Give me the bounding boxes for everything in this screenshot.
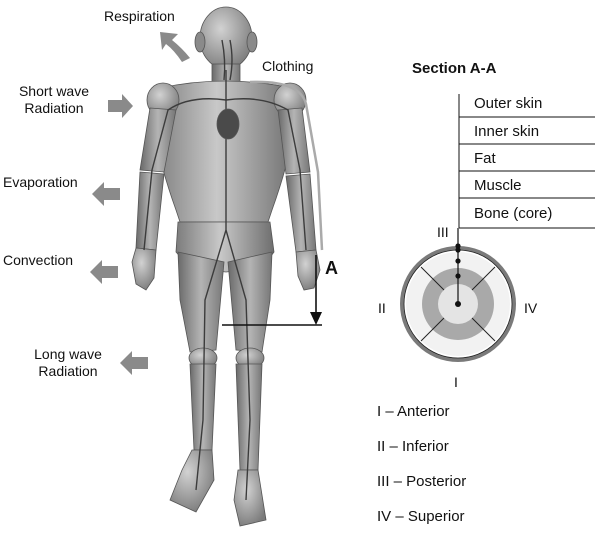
layer-inner-skin: Inner skin (474, 123, 540, 140)
legend-superior: IV – Superior (377, 508, 465, 525)
convection-label: Convection (3, 252, 74, 268)
heart (216, 108, 240, 140)
clothing-label: Clothing (262, 58, 314, 74)
section-marker-label: A (325, 258, 338, 278)
legend-inferior: II – Inferior (377, 438, 449, 455)
section-diagram (400, 94, 595, 362)
left-hand (131, 247, 157, 291)
sector-label-i: I (454, 374, 458, 390)
evaporation-arrow (92, 182, 120, 206)
layer-outer-skin: Outer skin (474, 95, 543, 112)
convection-arrow (90, 260, 118, 284)
short-wave-label: Short wave Radiation (18, 83, 90, 116)
sector-dividers (420, 266, 496, 342)
vascular-system (143, 39, 307, 501)
section-arrow-head (310, 312, 322, 325)
right-thigh (227, 251, 273, 353)
short-wave-arrow (108, 94, 133, 118)
head (199, 6, 253, 70)
human-body-model (131, 6, 324, 527)
left-thigh (177, 251, 225, 353)
sector-label-iv: IV (524, 300, 538, 316)
left-upper-arm (139, 107, 177, 173)
right-hand (295, 249, 321, 291)
left-foot (169, 449, 215, 513)
sector-label-ii: II (378, 300, 386, 316)
legend-posterior: III – Posterior (377, 473, 467, 490)
heat-arrows (90, 32, 190, 375)
long-wave-label: Long wave Radiation (34, 346, 102, 379)
section-title: Section A-A (412, 60, 497, 77)
layer-fat: Fat (474, 150, 496, 167)
nodes (455, 243, 461, 307)
right-foot (233, 469, 267, 527)
legend-anterior: I – Anterior (377, 403, 450, 420)
layer-muscle: Muscle (474, 177, 522, 194)
left-ear (194, 31, 206, 53)
evaporation-label: Evaporation (3, 174, 78, 190)
layer-bone-core: Bone (core) (474, 205, 553, 222)
respiration-label: Respiration (104, 8, 175, 24)
sector-label-iii: III (437, 224, 449, 240)
clothing-outline (249, 80, 324, 251)
respiration-arrow (160, 32, 190, 62)
layer-table (458, 94, 595, 229)
right-ear (246, 31, 258, 53)
long-wave-arrow (120, 351, 148, 375)
